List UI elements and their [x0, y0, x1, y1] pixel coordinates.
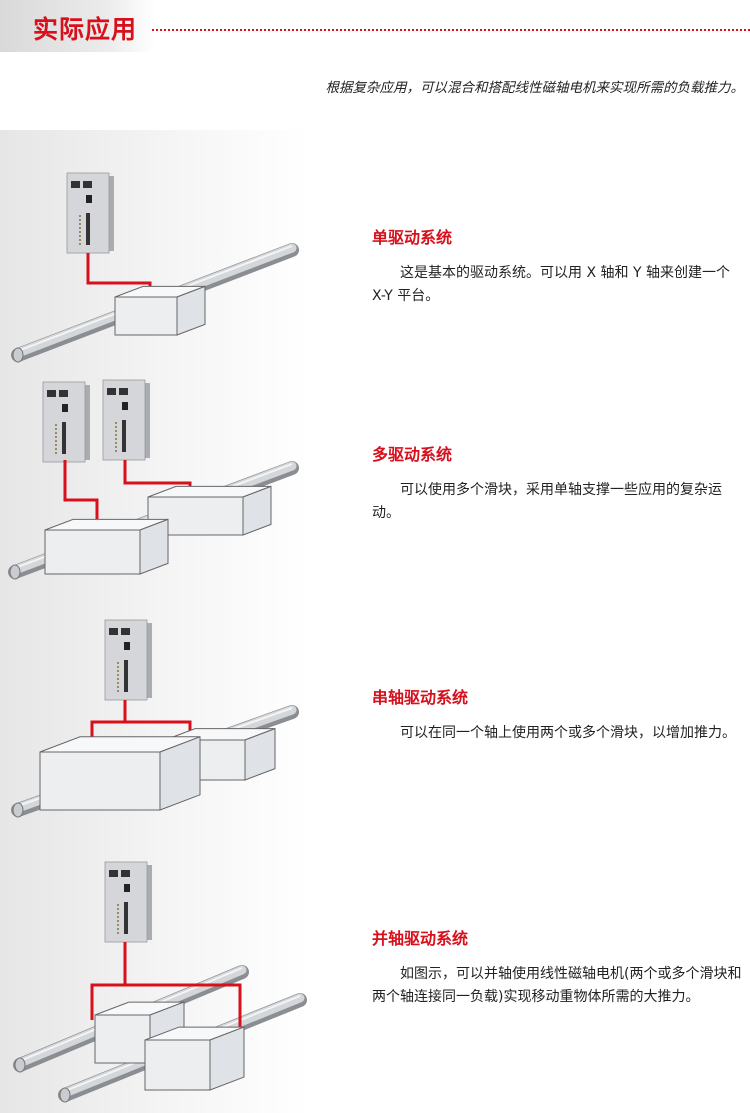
rod-end: [9, 564, 21, 580]
cable: [63, 460, 99, 530]
section-single-drive: 单驱动系统 这是基本的驱动系统。可以用 X 轴和 Y 轴来创建一个 X-Y 平台…: [372, 224, 747, 308]
section-body: 这是基本的驱动系统。可以用 X 轴和 Y 轴来创建一个 X-Y 平台。: [372, 265, 730, 304]
rod-end: [59, 1087, 71, 1103]
drive-side: [83, 385, 90, 460]
drive-side: [145, 623, 152, 698]
illustrations: [8, 172, 307, 1103]
ethernet-port-icon: [121, 870, 130, 877]
connector-icon: [122, 420, 126, 452]
page-title: 实际应用: [33, 15, 138, 44]
ethernet-port-icon: [107, 388, 116, 395]
dotted-divider: [152, 29, 750, 31]
ethernet-port-icon: [59, 390, 68, 397]
section-title: 并轴驱动系统: [372, 929, 469, 948]
cable: [90, 942, 127, 1020]
rod-end: [14, 1057, 26, 1073]
ethernet-port-icon: [109, 628, 118, 635]
section-multi-drive: 多驱动系统 可以使用多个滑块，采用单轴支撑一些应用的复杂运动。: [372, 441, 747, 525]
cable: [125, 983, 242, 1040]
ethernet-port-icon: [119, 388, 128, 395]
rod-end: [12, 802, 24, 818]
section-body: 可以在同一个轴上使用两个或多个滑块，以增加推力。: [400, 725, 736, 741]
section-title: 串轴驱动系统: [372, 688, 469, 707]
section-title: 单驱动系统: [372, 228, 453, 247]
ethernet-port-icon: [83, 181, 92, 188]
connector-icon: [62, 422, 66, 454]
drive-side: [107, 176, 114, 251]
connector-icon: [86, 213, 90, 245]
usb-port-icon: [124, 642, 130, 650]
header-band: [0, 0, 155, 52]
section-title: 多驱动系统: [372, 445, 453, 464]
drive-side: [143, 383, 150, 458]
section-body: 如图示，可以并轴使用线性磁轴电机(两个或多个滑块和两个轴连接同一负载)实现移动重…: [372, 966, 742, 1005]
connector-icon: [124, 660, 128, 692]
connector-icon: [124, 902, 128, 934]
drive-side: [145, 865, 152, 940]
slider-front: [144, 1039, 211, 1091]
usb-port-icon: [62, 404, 68, 412]
ethernet-port-icon: [71, 181, 80, 188]
slider-front: [94, 1014, 151, 1064]
section-serial-drive: 串轴驱动系统 可以在同一个轴上使用两个或多个滑块，以增加推力。: [372, 684, 747, 745]
slider-front: [114, 296, 178, 336]
section-parallel-drive: 并轴驱动系统 如图示，可以并轴使用线性磁轴电机(两个或多个滑块和两个轴连接同一负…: [372, 925, 747, 1009]
ethernet-port-icon: [121, 628, 130, 635]
section-body: 可以使用多个滑块，采用单轴支撑一些应用的复杂运动。: [372, 482, 722, 521]
usb-port-icon: [124, 884, 130, 892]
ethernet-port-icon: [47, 390, 56, 397]
usb-port-icon: [122, 402, 128, 410]
ethernet-port-icon: [109, 870, 118, 877]
usb-port-icon: [86, 195, 92, 203]
intro-text: 根据复杂应用，可以混合和搭配线性磁轴电机来实现所需的负载推力。: [325, 80, 745, 96]
slider-front: [44, 529, 141, 575]
rod-end: [12, 347, 24, 363]
slider-front: [39, 751, 161, 811]
